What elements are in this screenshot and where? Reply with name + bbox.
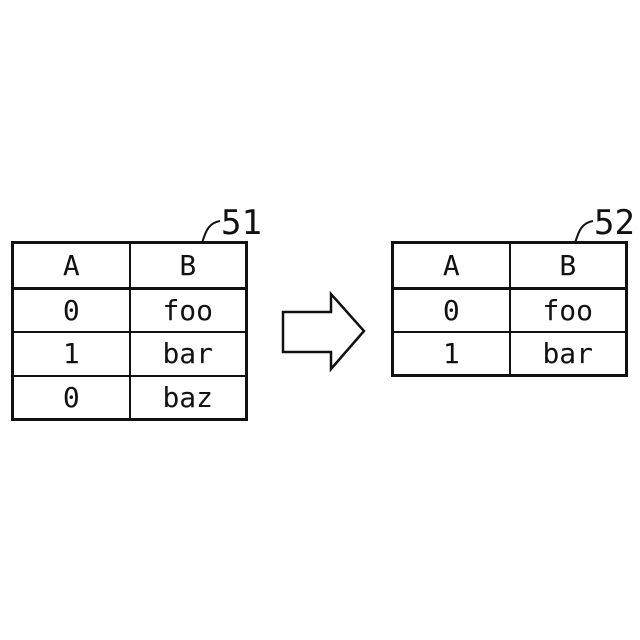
table-52-header-a: A bbox=[394, 244, 511, 287]
table-cell: bar bbox=[542, 337, 594, 370]
table-52: A B 0 foo 1 bar bbox=[391, 241, 628, 377]
table-row: 1 bar bbox=[14, 331, 245, 375]
table-cell: 1 bbox=[14, 333, 131, 375]
table-52-header-b: B bbox=[559, 249, 577, 282]
table-cell: 0 bbox=[14, 290, 131, 332]
table-51-header-a: A bbox=[14, 244, 131, 287]
table-cell: 0 bbox=[394, 290, 511, 331]
table-row: 0 foo bbox=[394, 290, 625, 331]
table-51: A B 0 foo 1 bar 0 baz bbox=[11, 241, 248, 421]
table-row: 0 foo bbox=[14, 290, 245, 332]
table-cell: bar bbox=[162, 337, 214, 371]
table-row: 0 baz bbox=[14, 374, 245, 418]
table-row: 1 bar bbox=[394, 331, 625, 374]
table-cell: baz bbox=[162, 380, 214, 414]
table-cell: 1 bbox=[394, 333, 511, 374]
leader-line-51 bbox=[201, 220, 221, 244]
table-52-header-row: A B bbox=[394, 244, 625, 290]
table-cell: foo bbox=[162, 294, 214, 328]
table-51-header-b: B bbox=[179, 249, 197, 282]
table-cell: 0 bbox=[14, 376, 131, 418]
table-cell: foo bbox=[542, 294, 594, 327]
table-51-header-row: A B bbox=[14, 244, 245, 290]
ref-numeral-51: 51 bbox=[221, 203, 262, 243]
leader-line-52 bbox=[574, 220, 594, 244]
ref-numeral-52: 52 bbox=[594, 203, 635, 243]
right-block-arrow-icon bbox=[281, 290, 366, 373]
